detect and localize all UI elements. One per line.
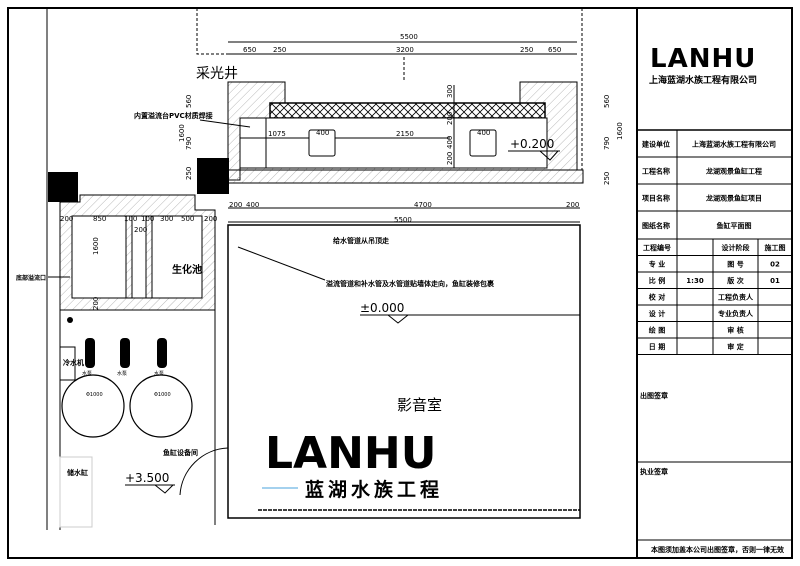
dim: 100: [141, 215, 154, 223]
dim: 560: [603, 95, 611, 108]
stamp-label: 出图签章: [640, 391, 668, 400]
dim: 100: [124, 215, 137, 223]
tank-2: [129, 374, 193, 438]
dim: 200: [134, 226, 147, 234]
title-row-value: 上海蓝湖水族工程有限公司: [692, 140, 776, 149]
dim: 1600: [178, 124, 186, 142]
dim: 560: [185, 95, 193, 108]
pump-icons: [85, 338, 167, 368]
pump-label: 水泵: [82, 370, 92, 377]
room-label: 影音室: [397, 396, 442, 414]
chiller-label: 冷水机: [63, 358, 84, 367]
dim: 250: [603, 172, 611, 185]
title-grid-cell: 工程编号: [643, 243, 671, 252]
title-row-label: 项目名称: [642, 194, 670, 203]
title-grid-cell: 日 期: [649, 342, 665, 351]
dim: 3200: [396, 46, 414, 54]
dim: 1600: [92, 237, 100, 255]
dim: 650: [548, 46, 561, 54]
dim: 300: [160, 215, 173, 223]
dim: 790: [603, 137, 611, 150]
title-row-label: 图纸名称: [642, 221, 670, 230]
dim: 200: [229, 201, 242, 209]
overflow-label: 内置溢流台PVC材质焊接: [134, 111, 213, 120]
dim: 300: [446, 85, 454, 98]
title-grid-cell: 专业负责人: [718, 309, 754, 318]
tank-label: Φ1000: [154, 392, 171, 398]
title-grid-cell: 审 核: [727, 326, 743, 335]
title-row-label: 建设单位: [642, 140, 670, 149]
title-grid-cell: 工程负责人: [718, 293, 754, 302]
dim: 200: [92, 297, 100, 310]
company-name: 上海蓝湖水族工程有限公司: [649, 74, 757, 86]
elevation-tank: +0.200: [510, 137, 554, 151]
supply-pipe-note: 给水管道从吊顶走: [333, 236, 390, 245]
dim: 400: [446, 136, 454, 149]
dim: 400: [477, 129, 490, 137]
dim: 790: [185, 137, 193, 150]
title-grid-cell: 绘 图: [649, 326, 665, 335]
title-row-label: 工程名称: [642, 167, 670, 176]
dim: 200: [60, 215, 73, 223]
pump-label: 水泵: [117, 370, 127, 377]
dim: 400: [246, 201, 259, 209]
dim: 400: [316, 129, 329, 137]
title-grid-cell: 1:30: [686, 277, 704, 285]
dim: 850: [93, 215, 106, 223]
title-grid-cell: 施工图: [765, 243, 786, 252]
equipment-room-label: 鱼缸设备间: [163, 448, 198, 457]
dim: 200: [446, 152, 454, 165]
title-grid-cell: 专 业: [649, 260, 665, 269]
title-grid-cell: 02: [770, 261, 780, 269]
pipe-routing-note: 溢流管道和补水管及水管道贴墙体走向，鱼缸装修包裹: [326, 279, 495, 288]
dim: 200: [566, 201, 579, 209]
title-grid-cell: 01: [770, 277, 780, 285]
dim: 250: [273, 46, 286, 54]
storage-label: 储水缸: [66, 468, 88, 477]
dim: 250: [185, 167, 193, 180]
tank-1: [61, 374, 125, 438]
title-row-value: 龙湖观景鱼缸工程: [705, 167, 762, 176]
dim: 200: [204, 215, 217, 223]
title-grid-cell: 图 号: [727, 260, 743, 269]
dim-top-total: 5500: [400, 33, 418, 41]
title-row-value: 龙湖观景鱼缸项目: [705, 194, 762, 203]
dim: 4700: [414, 201, 432, 209]
title-grid-cell: 版 次: [727, 276, 743, 285]
dim: 250: [520, 46, 533, 54]
pump-label: 水泵: [154, 370, 164, 377]
dim: 200: [446, 112, 454, 125]
dim: 500: [181, 215, 194, 223]
title-grid-cell: 设计阶段: [722, 243, 750, 252]
watermark-subtitle: 蓝湖水族工程: [305, 478, 443, 501]
dim: 1075: [268, 130, 286, 138]
bottom-outlet-label: 底部溢流口: [16, 274, 46, 282]
dim: 1600: [616, 122, 624, 140]
elevation-equip: +3.500: [125, 471, 169, 485]
title-grid-cell: 校 对: [649, 293, 665, 302]
company-logo: LANHU: [650, 44, 756, 74]
license-label: 执业签章: [640, 467, 668, 476]
biochem-pool-label: 生化池: [172, 263, 202, 276]
skylight-label: 采光井: [196, 66, 238, 82]
title-grid-cell: 比 例: [649, 276, 665, 285]
elevation-floor: ±0.000: [360, 301, 404, 315]
title-grid-cell: 设 计: [649, 309, 665, 318]
dim: 650: [243, 46, 256, 54]
tank-label: Φ1000: [86, 392, 103, 398]
title-grid-cell: 审 定: [727, 342, 743, 351]
sheet-footer-note: 本图须加盖本公司出图签章，否则一律无效: [650, 545, 785, 554]
watermark-logo: LANHU: [265, 428, 436, 479]
title-row-value: 鱼缸平面图: [717, 221, 752, 230]
dim: 2150: [396, 130, 414, 138]
dim: 5500: [394, 216, 412, 224]
